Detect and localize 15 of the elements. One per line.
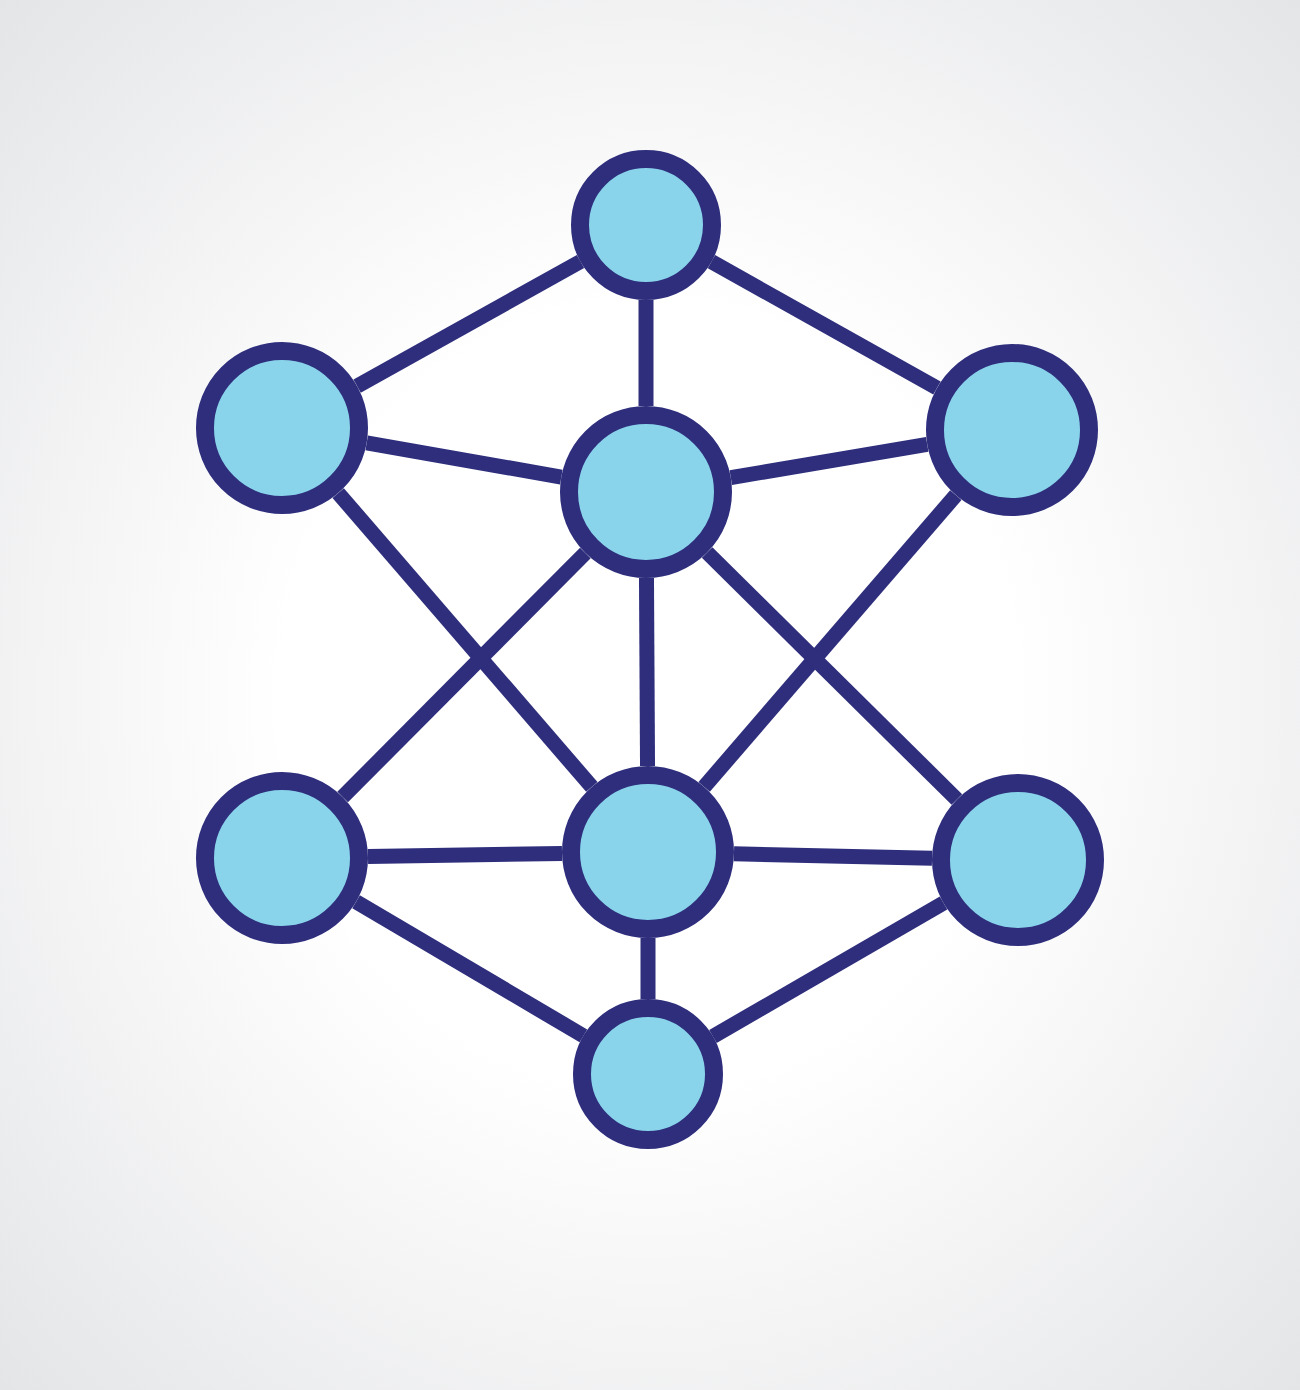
connector-line (332, 488, 598, 792)
connector-line (337, 547, 591, 803)
connector-line (639, 577, 655, 767)
connector-line (707, 255, 941, 395)
connector-line (640, 938, 656, 999)
connector-line (638, 300, 654, 406)
connector-line (367, 845, 563, 865)
connector-line (352, 895, 588, 1043)
connector-line (701, 547, 963, 805)
connector-line (729, 436, 929, 486)
connector-line (365, 435, 563, 485)
connector-line (709, 896, 948, 1043)
connector-line (353, 254, 585, 393)
connector-line (733, 846, 933, 866)
connector-line (698, 490, 962, 792)
